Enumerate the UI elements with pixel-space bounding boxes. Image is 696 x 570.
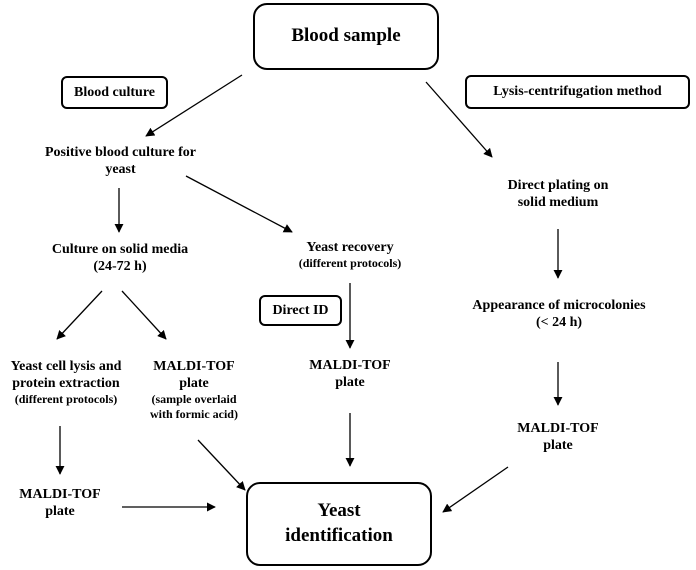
maldi-tof-plate-overlay: MALDI-TOF plate (sample overlaid with fo… — [150, 359, 238, 421]
arrow-culture-to-lysis — [56, 290, 103, 340]
positive-blood-culture: Positive blood culture for yeast — [44, 145, 196, 178]
blood-sample-box: Blood sample — [253, 3, 439, 70]
appearance-of-microcolonies: Appearance of microcolonies (< 24 h) — [472, 298, 646, 331]
yeast-cell-lysis-extraction: Yeast cell lysis and protein extraction … — [10, 359, 122, 407]
blood-culture-tag: Blood culture — [61, 76, 168, 109]
lysis-centrifugation-tag: Lysis-centrifugation method — [465, 75, 690, 109]
arrow-positive-to-recovery — [185, 175, 293, 233]
direct-plating: Direct plating on solid medium — [507, 178, 609, 211]
arrow-overlay-to-identification — [197, 439, 246, 491]
culture-on-solid-media: Culture on solid media (24-72 h) — [51, 242, 189, 275]
arrow-maldi-micro-to-identification — [442, 466, 509, 513]
arrow-sample-to-direct-plating — [425, 81, 493, 158]
direct-id-tag: Direct ID — [259, 295, 342, 326]
arrow-sample-to-positive — [145, 74, 243, 137]
maldi-tof-plate-extraction: MALDI-TOF plate — [19, 487, 101, 520]
maldi-tof-plate-direct: MALDI-TOF plate — [309, 358, 391, 391]
yeast-identification-box: Yeast identification — [246, 482, 432, 566]
blood-sample-label: Blood sample — [291, 25, 401, 47]
arrow-culture-to-overlay — [121, 290, 167, 340]
maldi-tof-plate-microcolonies: MALDI-TOF plate — [517, 421, 599, 454]
yeast-recovery: Yeast recovery (different protocols) — [298, 240, 402, 271]
